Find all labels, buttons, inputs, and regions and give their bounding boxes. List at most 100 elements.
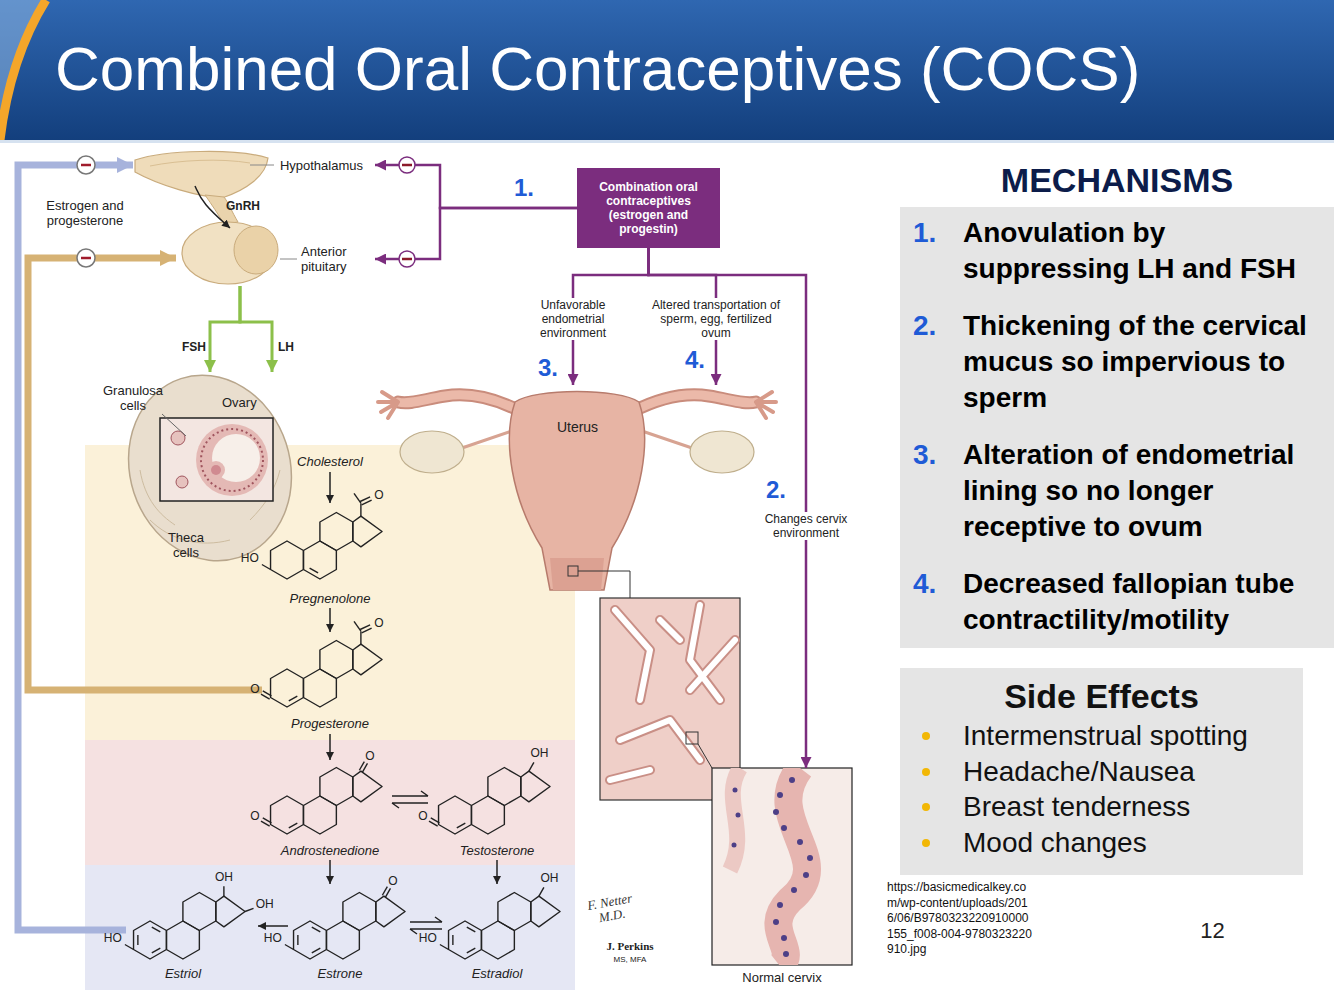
label-slot: HO [237,551,263,565]
edge-label: FSH [168,340,206,354]
bond-line [310,568,318,573]
label-slot: 2. [756,476,796,504]
circle-part [781,825,787,831]
line-part [81,164,91,167]
bond-line [312,927,320,932]
box-text: Combination oral contraceptives (estroge… [582,180,715,236]
connector-arrow [210,286,240,372]
page-number: 12 [1190,918,1235,944]
atom-label: HO [260,931,286,945]
list-text: Alteration of endometrial lining so no l… [963,437,1328,545]
ring-bond [353,516,382,547]
bullet-dot [922,768,930,776]
line-part [329,860,331,884]
anatomy-label: Anterior pituitary [301,244,365,274]
ring-bond [271,541,304,579]
circle-part [77,249,95,267]
g-part [730,768,813,965]
rect-part [160,418,273,501]
panel-ground: 1.Anovulation by suppressing LH and FSH 2… [900,207,1334,648]
bond-line [354,493,361,503]
label-slot: Progesterone [280,716,380,731]
ring-bond [376,896,405,927]
figure-label: Cholesterol [280,454,380,469]
label-slot: O [357,749,383,763]
path-part [0,0,46,140]
ovary-region: OvaryTheca cells [125,372,297,564]
circle-part [736,813,741,818]
list-text: Mood changes [963,825,1298,861]
connector-arrow [240,286,272,372]
edge-label-slot: Unfavorable endometrial environment [527,298,619,340]
source-citation: https://basicmedicalkey.com/wp-content/u… [887,880,1035,958]
atom-label: O [366,488,392,502]
list-row: 2.Thickening of the cervical mucus so im… [900,308,1334,416]
artist-signature: MS, MFA [600,955,660,965]
list-text: Headache/Nausea [963,754,1298,790]
line-part [462,430,515,448]
edge-label-slot: FSH [168,340,206,354]
circle-part [777,902,783,908]
figure-label: Progesterone [280,716,380,731]
bond-line [262,565,271,570]
rect-part [0,140,1334,143]
label-slot: 4. [675,346,715,374]
path-part [610,605,735,780]
path-part [730,768,740,870]
path-part [610,605,735,780]
anatomy-label: Ovary [222,395,272,410]
bond-line [467,948,475,953]
bullet-holder [900,789,963,825]
bond-line [529,762,534,771]
path-part [392,791,428,808]
rect-part [712,768,852,965]
circle-part [732,843,737,848]
panel-heading: Side Effects [900,674,1303,718]
list-row: Intermenstrual spotting [900,718,1303,754]
atom-label: O [410,809,436,823]
label-slot: J. Perkins [592,940,668,952]
bullet-holder [900,825,963,861]
atom-label: OH [526,746,552,760]
label-slot: O [242,809,268,823]
ellipse-part [690,431,754,473]
bond-line [261,821,270,826]
artist-signature: J. Perkins [592,940,668,952]
label-slot: Estriol [143,966,223,981]
edge-label: Changes cervix environment [754,512,858,540]
list-number: 3. [913,437,963,545]
ring-bond [134,921,167,959]
ellipse-part [234,226,278,274]
label-slot: 3. [528,354,568,382]
bond-line [152,948,160,953]
ring-bond [294,921,327,959]
edge-label: GnRH [226,199,266,213]
figure-label: Estriol [143,966,223,981]
path-part [0,0,46,140]
ring-bond [488,768,521,806]
atom-label: HO [237,551,263,565]
bond-line [261,694,270,699]
list-number: 4. [913,566,963,638]
drug-box: Combination oral contraceptives (estroge… [577,168,720,248]
g-part [610,605,735,780]
circle-part [803,872,809,878]
bond-line [360,497,370,502]
edge-label: Unfavorable endometrial environment [527,298,619,340]
line-part [698,744,712,768]
ring-bond [320,513,353,551]
path-part [550,558,604,590]
list-row: 4.Decreased fallopian tube contractility… [900,566,1334,638]
bullet-holder [900,754,963,790]
callout-number: 2. [756,476,796,504]
edge-label-slot: GnRH [226,199,266,213]
circle-part [781,935,787,941]
list-row: 1.Anovulation by suppressing LH and FSH [900,215,1334,287]
ring-bond [439,796,472,834]
bond-line [539,887,544,896]
ellipse-part [400,431,464,473]
label-slot: HO [100,931,126,945]
ring-bond [166,921,199,959]
bond-line [440,945,449,950]
